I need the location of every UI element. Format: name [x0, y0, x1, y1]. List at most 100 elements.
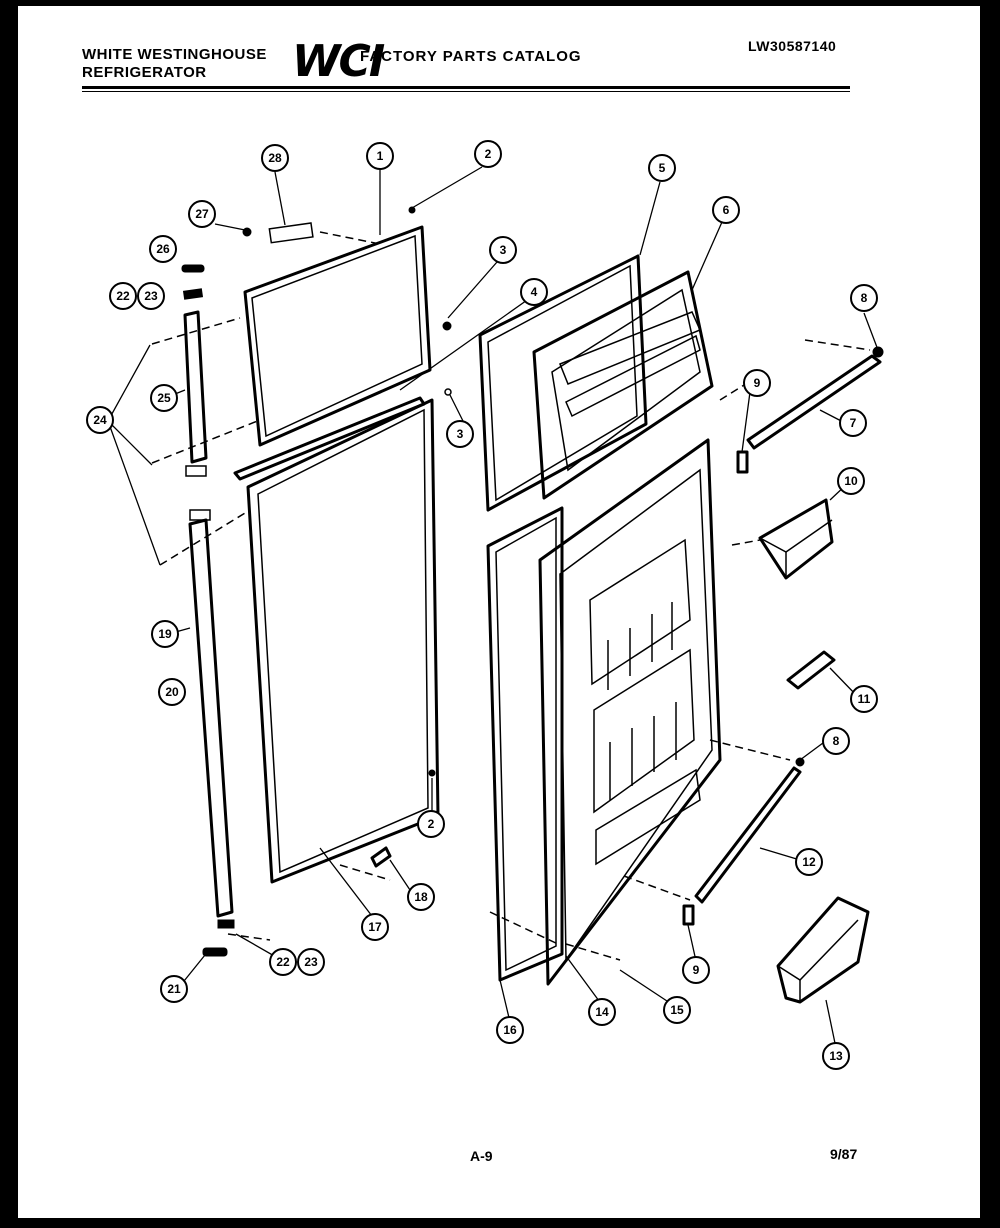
- callout: 3: [489, 236, 517, 264]
- date-code: 9/87: [830, 1146, 858, 1162]
- callout: 25: [150, 384, 178, 412]
- door-bin: [776, 896, 870, 1004]
- callout-label: 10: [844, 474, 858, 488]
- callout: 22: [269, 948, 297, 976]
- callout: 5: [648, 154, 676, 182]
- callout: 28: [261, 144, 289, 172]
- callout: 8: [822, 727, 850, 755]
- freezer-door-gasket: [478, 254, 648, 512]
- butter-compartment: [758, 498, 834, 580]
- callout: 19: [151, 620, 179, 648]
- product-type: REFRIGERATOR: [82, 64, 207, 81]
- callout: 15: [663, 996, 691, 1024]
- wci-logo: WCI: [292, 36, 385, 87]
- door-stop: [370, 846, 392, 868]
- callout-label: 15: [670, 1003, 684, 1017]
- freezer-door-panel: [243, 225, 432, 447]
- callout: 26: [149, 235, 177, 263]
- callout: 27: [188, 200, 216, 228]
- callout: 2: [417, 810, 445, 838]
- callout: 11: [850, 685, 878, 713]
- callout: 9: [682, 956, 710, 984]
- callout-label: 1: [377, 149, 384, 163]
- callout-label: 20: [165, 685, 179, 699]
- lower-shelf-rail: [694, 757, 805, 904]
- screw: [428, 769, 436, 777]
- callout: 7: [839, 409, 867, 437]
- callout: 1: [366, 142, 394, 170]
- callout: 23: [137, 282, 165, 310]
- callout-label: 26: [156, 242, 170, 256]
- handle-cap: [268, 222, 314, 244]
- callout-label: 4: [531, 285, 538, 299]
- callout: 24: [86, 406, 114, 434]
- callout: 4: [520, 278, 548, 306]
- callout-label: 28: [268, 151, 282, 165]
- plug-button: [444, 388, 452, 396]
- callout-label: 2: [485, 147, 492, 161]
- callout: 22: [109, 282, 137, 310]
- spring: [682, 904, 695, 926]
- callout-label: 23: [304, 955, 318, 969]
- callout-label: 3: [457, 427, 464, 441]
- catalog-sheet: [18, 6, 980, 1218]
- callout-label: 8: [861, 291, 868, 305]
- callout-label: 25: [157, 391, 171, 405]
- callout-label: 16: [503, 1023, 517, 1037]
- callout: 2: [474, 140, 502, 168]
- fresh-food-door-liner: [538, 438, 722, 986]
- header-rule-thin: [82, 91, 850, 92]
- callout: 16: [496, 1016, 524, 1044]
- callout: 20: [158, 678, 186, 706]
- catalog-title: FACTORY PARTS CATALOG: [360, 48, 582, 65]
- callout: 12: [795, 848, 823, 876]
- callout-label: 27: [195, 207, 209, 221]
- callout-label: 24: [93, 413, 107, 427]
- callout-label: 8: [833, 734, 840, 748]
- callout-label: 6: [723, 203, 730, 217]
- lower-handle: [188, 509, 235, 929]
- callout-label: 22: [276, 955, 290, 969]
- callout-label: 23: [144, 289, 158, 303]
- callout: 8: [850, 284, 878, 312]
- page-reference: A-9: [470, 1148, 493, 1164]
- callout-label: 7: [850, 416, 857, 430]
- callout-label: 18: [414, 890, 428, 904]
- screw: [408, 206, 416, 214]
- callout-label: 11: [858, 692, 871, 706]
- upper-shelf-rail: [746, 346, 884, 450]
- callout-label: 12: [802, 855, 816, 869]
- brand-name: WHITE WESTINGHOUSE: [82, 46, 267, 63]
- fresh-food-door-panel: [246, 398, 440, 884]
- model-number: LW30587140: [748, 38, 837, 54]
- callout-label: 14: [595, 1005, 609, 1019]
- callout: 10: [837, 467, 865, 495]
- callout: 21: [160, 975, 188, 1003]
- freezer-door-liner: [532, 270, 714, 500]
- callout-label: 2: [428, 817, 435, 831]
- plug-button: [442, 321, 452, 331]
- callout: 18: [407, 883, 435, 911]
- callout-label: 21: [167, 982, 181, 996]
- callout-label: 9: [693, 963, 700, 977]
- callout-label: 3: [500, 243, 507, 257]
- shelf-clip: [786, 650, 836, 690]
- callout-label: 5: [659, 161, 666, 175]
- callout: 6: [712, 196, 740, 224]
- spring: [736, 450, 749, 474]
- callout: 3: [446, 420, 474, 448]
- callout-label: 13: [829, 1049, 843, 1063]
- callout: 13: [822, 1042, 850, 1070]
- fresh-food-door-gasket: [486, 506, 564, 982]
- callout: 17: [361, 913, 389, 941]
- upper-handle: [182, 288, 208, 477]
- callout: 23: [297, 948, 325, 976]
- callout-label: 22: [116, 289, 130, 303]
- handle-end-cap: [202, 947, 228, 957]
- callout-label: 17: [368, 920, 382, 934]
- callout: 9: [743, 369, 771, 397]
- callout-label: 9: [754, 376, 761, 390]
- handle-plug: [181, 264, 205, 273]
